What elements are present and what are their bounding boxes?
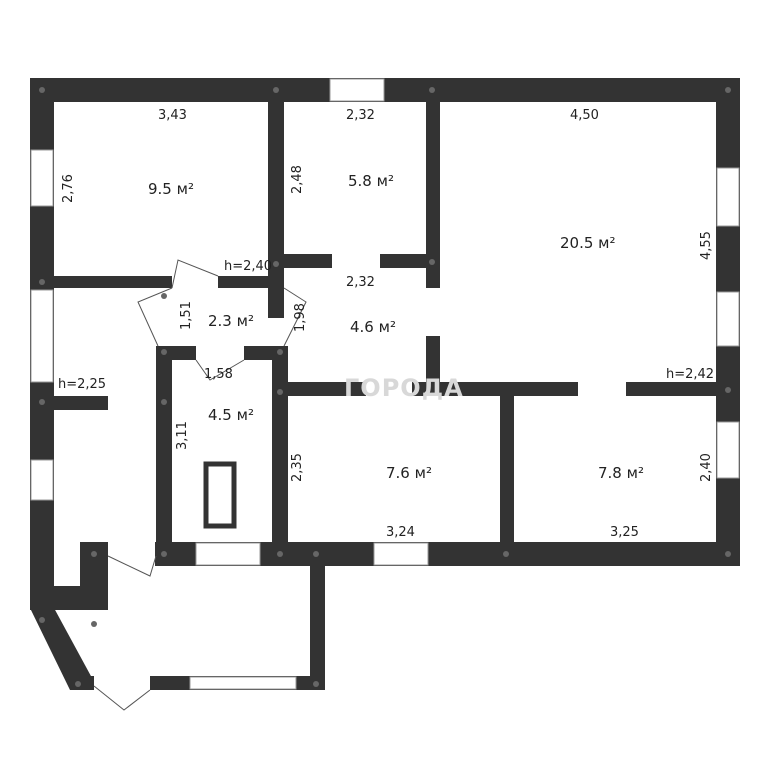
- window-right-3: [716, 421, 740, 479]
- room-areas: 9.5 м² 5.8 м² 20.5 м² 2.3 м² 4.6 м² 4.5 …: [148, 172, 644, 482]
- dim-1-58: 1,58: [204, 367, 233, 382]
- dim-2-32-top: 2,32: [346, 108, 375, 123]
- dim-4-50: 4,50: [570, 108, 599, 123]
- room-area-3: 20.5 м²: [560, 234, 616, 252]
- window-left-1: [30, 149, 54, 207]
- dim-2-76: 2,76: [61, 174, 76, 203]
- dim-h-2-25: h=2,25: [58, 377, 106, 392]
- dim-1-51: 1,51: [179, 301, 194, 330]
- room-area-8: 7.8 м²: [598, 464, 644, 482]
- dim-3-24: 3,24: [386, 525, 415, 540]
- dim-h-2-42: h=2,42: [666, 367, 714, 382]
- dim-2-40-right: 2,40: [699, 453, 714, 482]
- dim-2-48: 2,48: [290, 165, 305, 194]
- room-area-5: 4.6 м²: [350, 318, 396, 336]
- dim-h-2-40: h=2,40: [224, 259, 272, 274]
- window-right-1: [716, 167, 740, 227]
- dim-4-55: 4,55: [699, 231, 714, 260]
- dim-3-25: 3,25: [610, 525, 639, 540]
- dim-3-43: 3,43: [158, 108, 187, 123]
- dim-1-98: 1,98: [293, 303, 308, 332]
- room-area-4: 2.3 м²: [208, 312, 254, 330]
- window-right-2: [716, 291, 740, 347]
- watermark: ГОРОДА: [344, 374, 464, 402]
- window-bottom-1: [195, 542, 261, 566]
- dim-3-11: 3,11: [175, 421, 190, 450]
- window-left-3: [30, 459, 54, 501]
- window-bottom-2: [373, 542, 429, 566]
- room-area-7: 7.6 м²: [386, 464, 432, 482]
- windows: [30, 78, 740, 690]
- room-area-1: 9.5 м²: [148, 180, 194, 198]
- window-left-2: [30, 289, 54, 383]
- dim-2-35: 2,35: [290, 453, 305, 482]
- inner-walls: [52, 100, 718, 544]
- room-area-2: 5.8 м²: [348, 172, 394, 190]
- room-area-6: 4.5 м²: [208, 406, 254, 424]
- dimensions: 3,43 2,32 4,50 2,76 2,48 4,55 h=2,40 2,3…: [58, 108, 714, 540]
- dim-2-32-mid: 2,32: [346, 275, 375, 290]
- doors: [93, 259, 307, 711]
- window-top: [329, 78, 385, 102]
- wall-nodes: [39, 87, 731, 687]
- window-porch: [189, 676, 297, 690]
